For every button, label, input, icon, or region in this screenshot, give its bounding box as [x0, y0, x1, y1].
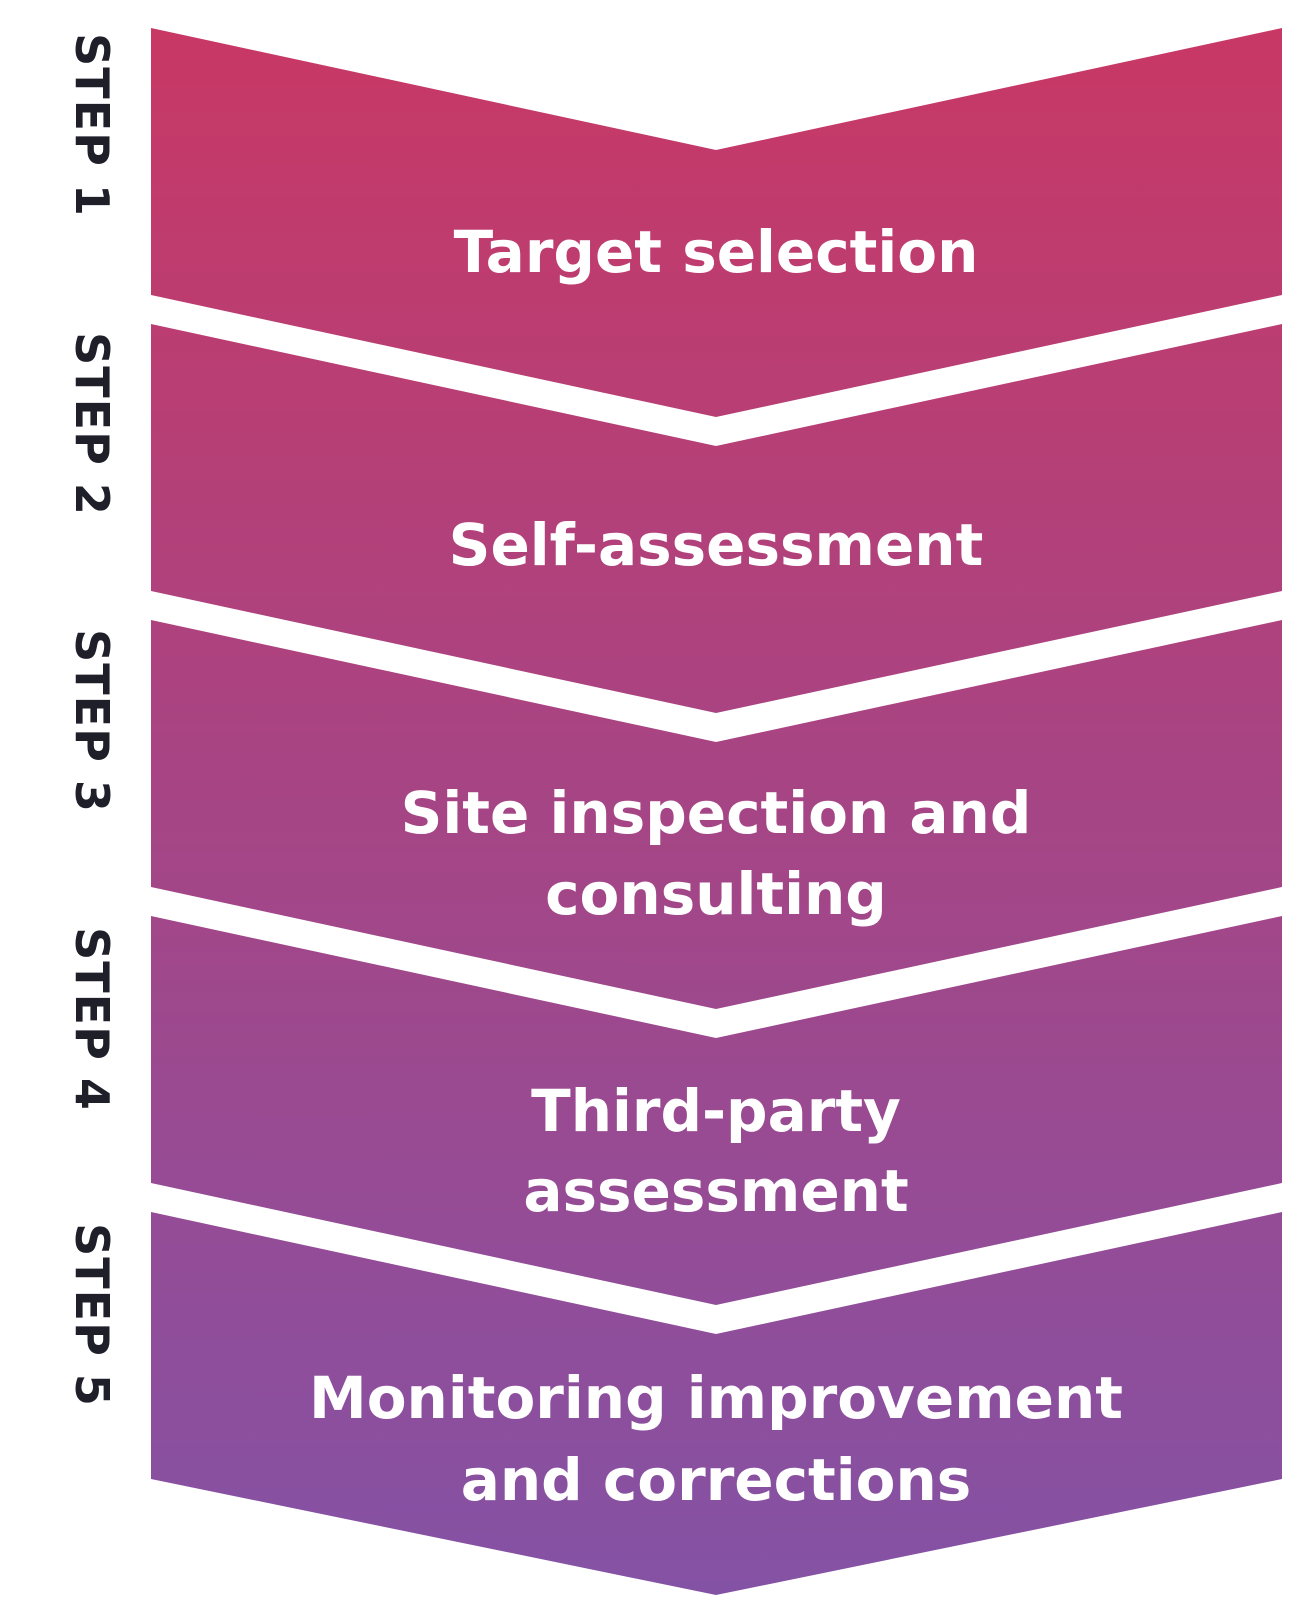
step-3-title-line-1: Site inspection and	[401, 779, 1032, 847]
step-2-label: STEP 2	[65, 332, 119, 516]
step-3-label: STEP 3	[65, 629, 119, 813]
step-4-title-line-1: Third-party	[531, 1077, 901, 1145]
step-1-title-line-1: Target selection	[454, 218, 979, 286]
step-1: STEP 1 Target selection	[65, 28, 1282, 417]
step-5-label: STEP 5	[65, 1223, 119, 1407]
step-2: STEP 2 Self-assessment	[65, 324, 1282, 713]
step-3: STEP 3 Site inspection and consulting	[65, 620, 1282, 1009]
step-2-title-line-1: Self-assessment	[449, 511, 984, 579]
step-4-label: STEP 4	[65, 927, 119, 1111]
step-2-chevron	[151, 324, 1282, 713]
step-1-chevron	[151, 28, 1282, 417]
step-3-chevron	[151, 620, 1282, 1009]
step-5: STEP 5 Monitoring improvement and correc…	[65, 1212, 1282, 1595]
step-4-chevron	[151, 916, 1282, 1305]
step-4-title-line-2: assessment	[523, 1157, 908, 1225]
step-5-title-line-2: and corrections	[461, 1446, 972, 1514]
step-3-title-line-2: consulting	[545, 860, 887, 928]
step-5-chevron	[151, 1212, 1282, 1595]
step-4: STEP 4 Third-party assessment	[65, 916, 1282, 1305]
step-1-label: STEP 1	[65, 33, 119, 217]
step-5-title-line-1: Monitoring improvement	[309, 1364, 1123, 1432]
